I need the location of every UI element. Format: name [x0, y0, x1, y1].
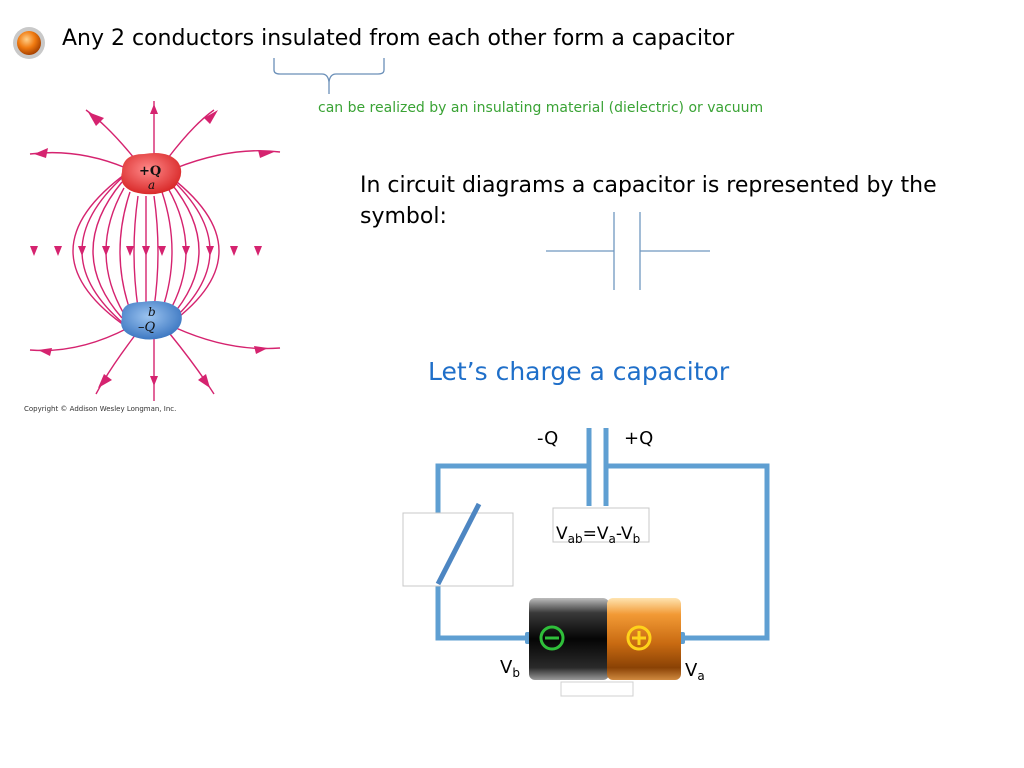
minus-icon [539, 625, 565, 651]
copyright-notice: Copyright © Addison Wesley Longman, Inc. [24, 405, 177, 413]
electric-field-figure: +Q a b –Q [29, 101, 281, 401]
vb-label: Vb [500, 657, 520, 680]
charge-heading: Let’s charge a capacitor [428, 357, 730, 386]
battery-negative-half [529, 598, 609, 680]
underbrace [273, 58, 385, 94]
dielectric-note: can be realized by an insulating materia… [318, 100, 764, 116]
bottom-conductor-label: b [148, 305, 156, 319]
capacitor-symbol [546, 212, 710, 290]
vab-equation: Vab=Va-Vb [556, 524, 641, 546]
va-label: Va [685, 660, 705, 683]
negative-plate-label: -Q [537, 428, 559, 449]
positive-plate-label: +Q [624, 428, 654, 449]
bottom-charge-label: –Q [138, 320, 156, 335]
top-conductor-label: a [148, 178, 155, 192]
circuit-diagram-text: In circuit diagrams a capacitor is repre… [360, 173, 937, 229]
plus-icon [626, 625, 652, 651]
top-charge-label: +Q [139, 164, 161, 179]
charging-circuit [402, 428, 770, 697]
slide-title: Any 2 conductors insulated from each oth… [62, 26, 735, 51]
orange-bullet-icon [13, 27, 45, 59]
open-switch-lever [435, 502, 482, 586]
